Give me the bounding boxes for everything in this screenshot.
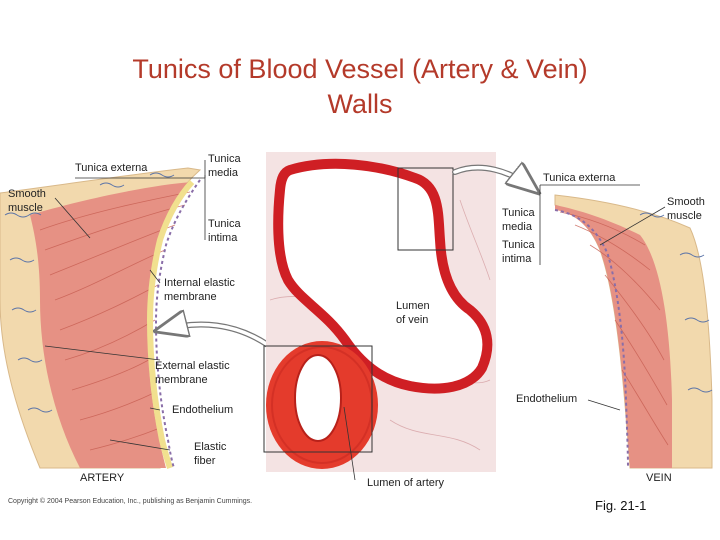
artery-external-elastic-label-1: External elastic <box>155 360 230 372</box>
lumen-of-vein-label-2: of vein <box>396 314 428 326</box>
micrograph <box>263 152 496 481</box>
artery-elastic-fiber-label-2: fiber <box>194 455 216 467</box>
title-line-1: Tunics of Blood Vessel (Artery & Vein) <box>132 54 588 84</box>
artery-internal-elastic-label-1: Internal elastic <box>164 277 235 289</box>
artery-internal-elastic-label-2: membrane <box>164 291 217 303</box>
title-line-2: Walls <box>327 89 393 119</box>
vein-smooth-muscle-label-2: muscle <box>667 210 702 222</box>
vein-tunica-externa-label: Tunica externa <box>543 172 616 184</box>
vein-caption: VEIN <box>646 472 672 484</box>
artery-tunica-intima-label-2: intima <box>208 232 238 244</box>
figure-number: Fig. 21-1 <box>595 498 647 513</box>
artery-elastic-fiber-label-1: Elastic <box>194 441 227 453</box>
vein-tunica-intima-label-1: Tunica <box>502 239 535 251</box>
vein-endothelium <box>554 209 629 469</box>
vein-wall-illustration <box>554 194 713 469</box>
artery-external-elastic-label-2: membrane <box>155 374 208 386</box>
artery-smooth-muscle-label-2: muscle <box>8 202 43 214</box>
vein-selection-box <box>397 167 454 251</box>
artery-smooth-muscle-label-1: Smooth <box>8 188 46 200</box>
micrograph-artery <box>266 341 378 469</box>
artery-endothelium-label: Endothelium <box>172 404 233 416</box>
artery-tunica-media <box>30 182 192 468</box>
lumen-of-vein-label-1: Lumen <box>396 300 430 312</box>
micrograph-vein-wall <box>273 158 493 394</box>
vein-smooth-muscle-label-1: Smooth <box>667 196 705 208</box>
vein-endothelium-label: Endothelium <box>516 393 577 405</box>
artery-selection-box <box>263 345 373 453</box>
artery-tunica-externa-label: Tunica externa <box>75 162 148 174</box>
copyright-text: Copyright © 2004 Pearson Education, Inc.… <box>8 497 252 505</box>
vein-tunica-intima-label-2: intima <box>502 253 532 265</box>
artery-caption: ARTERY <box>80 472 125 484</box>
vessel-wall-figure: Tunica externa Tunica media Smooth muscl… <box>0 152 713 505</box>
artery-tunica-intima-label-1: Tunica <box>208 218 241 230</box>
vein-tunica-media <box>555 205 672 468</box>
slide-title: Tunics of Blood Vessel (Artery & Vein) W… <box>0 52 720 122</box>
vein-tunica-media-label-2: media <box>502 221 533 233</box>
artery-tunica-media-label-1: Tunica <box>208 153 241 165</box>
lumen-of-artery-label: Lumen of artery <box>367 477 445 489</box>
vein-tunica-media-label-1: Tunica <box>502 207 535 219</box>
artery-tunica-media-label-2: media <box>208 167 239 179</box>
artery-label-group <box>44 160 206 451</box>
vein-label-group <box>539 184 666 411</box>
